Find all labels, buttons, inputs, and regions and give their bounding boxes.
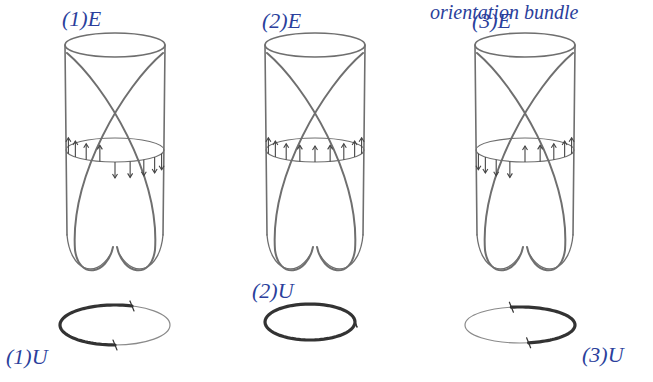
bundle-cylinder bbox=[265, 33, 365, 270]
space-label: (3)E bbox=[472, 10, 511, 32]
space-label: (1)E bbox=[62, 8, 101, 30]
fiber-arrows bbox=[66, 138, 164, 178]
fiber-arrows bbox=[266, 138, 364, 162]
bundle-cylinder bbox=[475, 33, 575, 270]
space-label: (1)U bbox=[6, 346, 48, 368]
base-circle bbox=[465, 302, 575, 348]
base-circle bbox=[60, 301, 170, 350]
space-label: (3)U bbox=[582, 344, 624, 366]
space-label: (2)U bbox=[252, 280, 294, 302]
space-label: (2)E bbox=[262, 10, 301, 32]
fiber-arrows bbox=[476, 138, 574, 178]
base-circle bbox=[265, 304, 357, 340]
bundle-cylinder bbox=[65, 33, 165, 270]
